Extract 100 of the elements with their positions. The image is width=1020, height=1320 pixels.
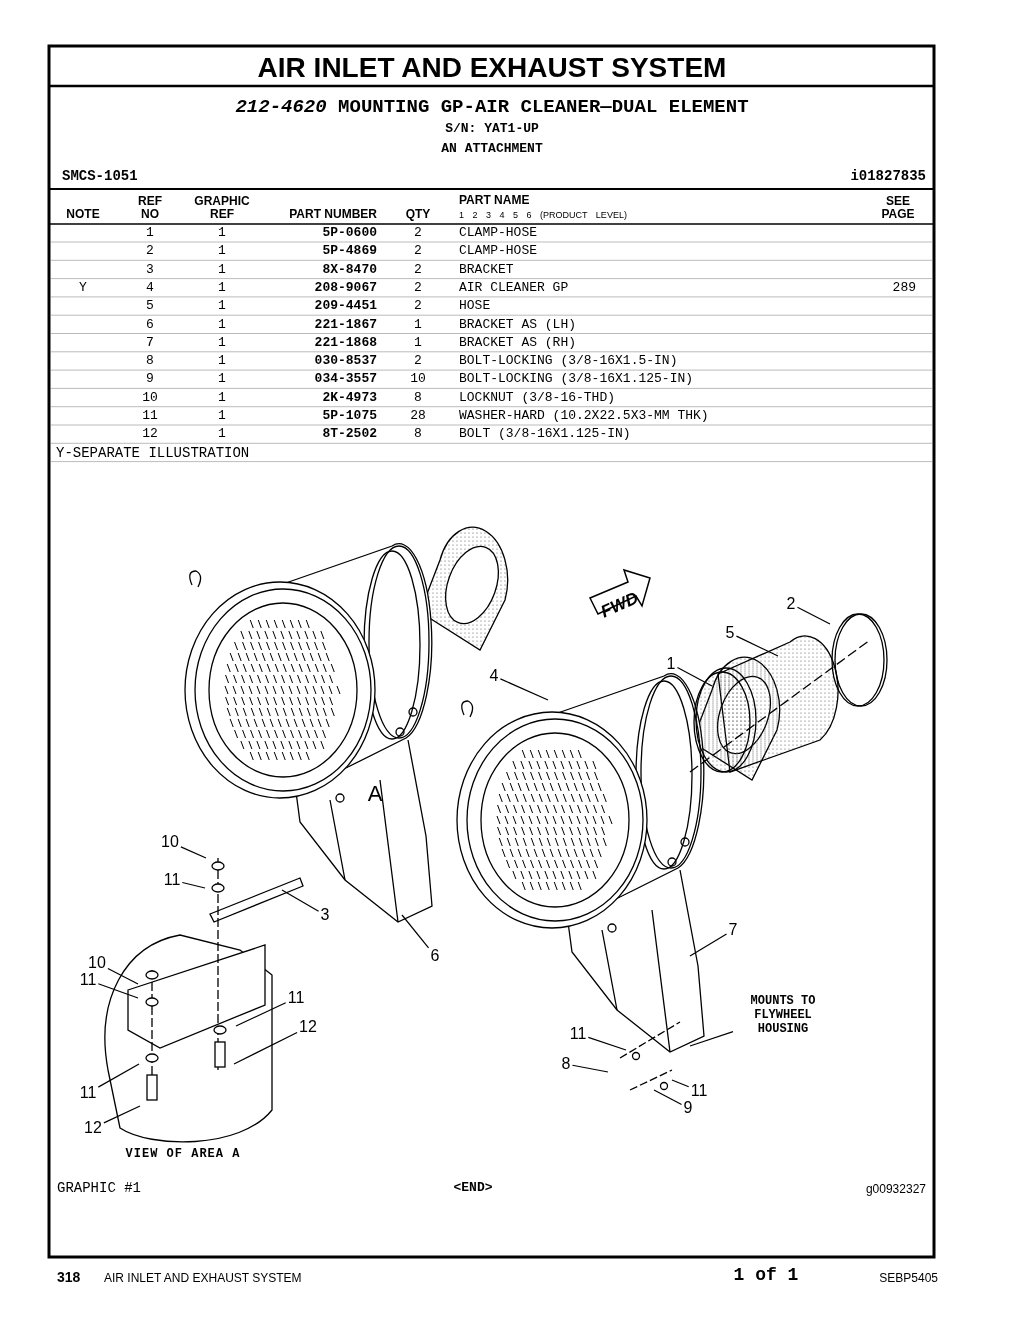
leader-line [689,1031,734,1047]
table-cell: 1 [414,316,422,332]
table-cell: 9 [146,371,154,387]
table-cell: 10 [142,389,158,405]
column-header: 1 2 3 4 5 6 (PRODUCT LEVEL) [459,210,627,220]
leader-line [676,666,713,687]
table-cell: 1 [218,334,226,350]
leader-line [796,606,831,625]
table-cell: 11 [142,408,158,423]
page-number: 318 [57,1269,81,1285]
table-cell: 8T-2502 [322,426,377,442]
table-cell: BRACKET [459,261,514,277]
table-cell: 8X-8470 [322,261,377,277]
column-header: PART NUMBER [289,208,377,221]
table-cell: BOLT-LOCKING (3/8-16X1.5-IN) [459,353,678,369]
leader-line [587,1036,627,1051]
table-cell: 5P-0600 [322,225,377,240]
table-cell: BOLT-LOCKING (3/8-16X1.125-IN) [459,371,694,387]
table-cell: 8 [414,426,422,442]
leader-line [735,635,779,657]
callout-number: 10 [161,833,179,851]
leader-line [671,1079,690,1088]
table-cell: 1 [218,426,226,442]
callout-number: 11 [163,871,181,889]
table-cell: 030-8537 [314,353,377,369]
table-cell: 2 [414,279,422,295]
graphic-label: GRAPHIC #1 [57,1180,141,1196]
table-cell: 8 [414,389,422,405]
table-cell: 221-1867 [314,316,377,332]
leader-line [107,968,139,985]
leader-line [689,933,728,957]
table-cell: 2 [414,243,422,259]
table-cell: 12 [142,426,158,442]
table-cell: HOSE [459,298,491,314]
callout-number: 11 [287,989,305,1007]
table-cell: 7 [146,334,154,350]
table-cell: 034-3557 [314,371,377,387]
table-cell: 1 [146,225,154,240]
table-cell: 209-4451 [314,298,377,314]
table-cell: 4 [146,279,154,295]
callout-number: 9 [683,1099,693,1117]
callout-number: 4 [489,667,499,685]
page-title: AIR INLET AND EXHAUST SYSTEM [257,52,727,84]
table-cell: 5 [146,298,154,314]
table-cell: CLAMP-HOSE [459,225,537,240]
leader-line [571,1064,609,1073]
callout-number: 11 [79,1084,97,1102]
leader-line [499,678,549,701]
callout-number: 12 [84,1119,102,1137]
column-header: SEE PAGE [881,195,915,221]
table-cell: 6 [146,316,154,332]
area-label: A [367,781,383,807]
table-cell: 1 [218,371,226,387]
table-cell: LOCKNUT (3/8-16-THD) [459,389,616,405]
table-cell: 2 [146,243,154,259]
column-header: QTY [405,208,431,221]
column-header: NOTE [66,208,100,221]
table-cell: 2K-4973 [322,389,377,405]
table-cell: 2 [414,261,422,277]
table-cell: 1 [218,225,226,240]
end-marker: <END> [453,1180,493,1195]
table-cell: 1 [218,261,226,277]
table-cell: 1 [414,334,422,350]
footnote-text: Y-SEPARATE ILLUSTRATION [56,445,250,461]
column-header: GRAPHIC REF [194,195,250,221]
leader-line [97,1063,140,1088]
table-cell: 1 [218,408,226,423]
view-caption: VIEW OF AREA A [125,1147,241,1161]
leader-line [235,1002,287,1027]
callout-note: MOUNTS TO FLYWHEEL HOUSING [735,994,831,1036]
callout-number: 7 [728,921,738,939]
column-header: PART NAME [459,194,530,207]
callout-number: 11 [690,1082,708,1100]
table-cell: BRACKET AS (LH) [459,316,577,332]
leader-line [103,1105,141,1124]
subtitle: 212-4620 MOUNTING GP-AIR CLEANER—DUAL ELEMENT [235,96,749,118]
table-cell: 2 [414,353,422,369]
table-cell: 10 [410,371,426,387]
leader-line [653,1089,683,1106]
table-cell: 1 [218,353,226,369]
callout-number: 12 [299,1018,317,1036]
table-cell: 5P-1075 [322,408,377,423]
table-cell: WASHER-HARD (10.2X22.5X3-MM THK) [459,408,709,423]
table-cell: BRACKET AS (RH) [459,334,577,350]
table-cell: 2 [414,225,422,240]
table-cell: Y [79,279,87,295]
leader-line [97,983,139,999]
note-text: AN ATTACHMENT [441,141,543,156]
table-cell: 289 [892,279,916,295]
table-cell: BOLT (3/8-16X1.125-IN) [459,426,631,442]
callout-number: 11 [79,971,97,989]
callout-number: 10 [88,954,106,972]
table-cell: 1 [218,279,226,295]
graphic-id: g00932327 [865,1182,926,1196]
leader-line [401,914,430,949]
callout-number: 5 [725,624,735,642]
callout-number: 2 [786,595,796,613]
table-cell: 5P-4869 [322,243,377,259]
table-cell: 28 [410,408,426,423]
table-cell: 1 [218,298,226,314]
